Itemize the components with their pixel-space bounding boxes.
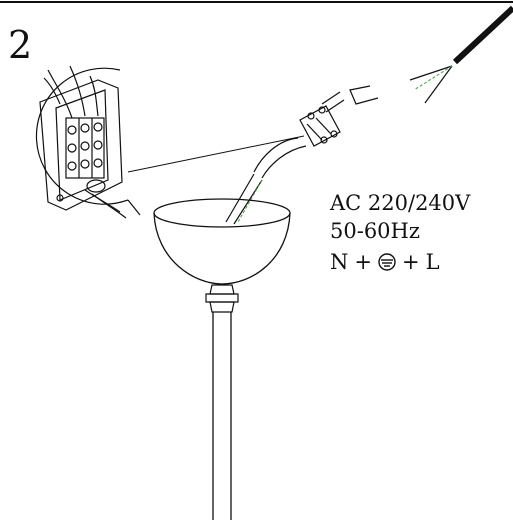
step-number: 2	[8, 23, 33, 67]
terminal-plus-left: +	[354, 250, 372, 274]
detail-terminal-block	[39, 65, 127, 219]
supply-cable	[321, 5, 513, 113]
spec-frequency: 50-60Hz	[330, 219, 420, 243]
terminal-plus-right: +	[401, 250, 420, 274]
earth-ground-icon	[378, 253, 396, 271]
lamp-cable	[225, 137, 307, 225]
terminal-neutral-label: N	[330, 250, 349, 274]
detail-circle	[35, 67, 141, 216]
lamp-earth-wire	[237, 179, 263, 223]
spec-terminals: N + + L	[330, 251, 440, 273]
spec-voltage: AC 220/240V	[330, 191, 471, 215]
connector-block	[299, 105, 341, 147]
cord-grip	[205, 284, 239, 313]
supply-earth-wire	[413, 65, 453, 91]
terminal-live-label: L	[425, 250, 440, 274]
ceiling-canopy	[153, 198, 291, 285]
callout-line	[127, 135, 305, 173]
suspension-tube	[212, 312, 232, 520]
